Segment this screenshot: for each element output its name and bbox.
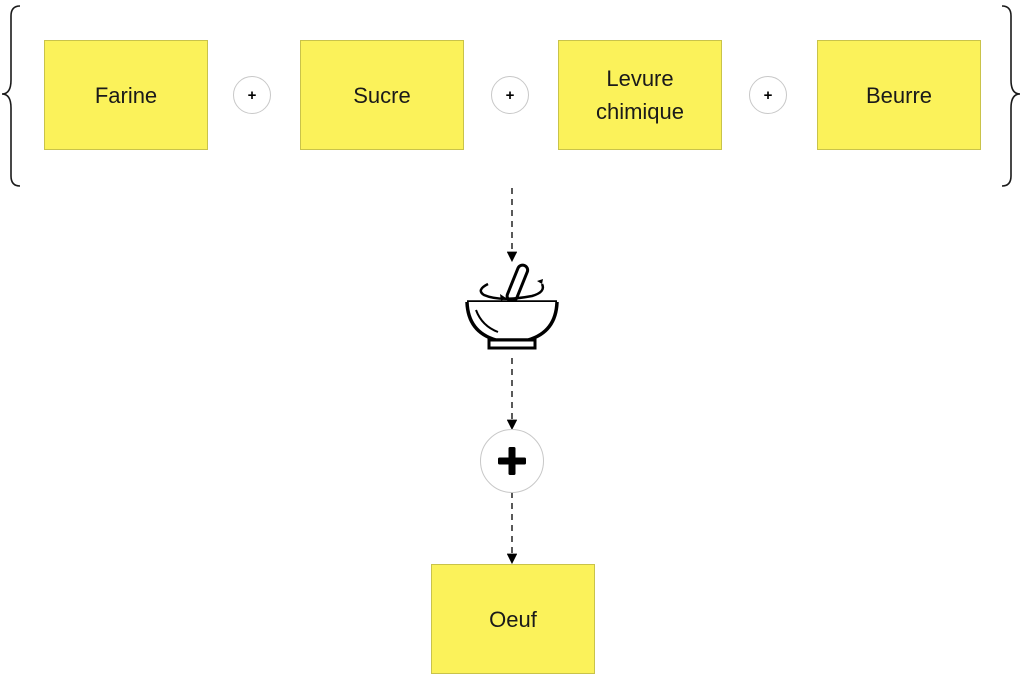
- plus-operator-1: +: [233, 76, 271, 114]
- note-beurre[interactable]: Beurre: [817, 40, 981, 150]
- left-brace: [1, 5, 21, 187]
- plus-operator-big: [480, 429, 544, 493]
- note-oeuf-label: Oeuf: [489, 606, 537, 632]
- right-brace: [1001, 5, 1021, 187]
- note-beurre-label: Beurre: [865, 82, 933, 108]
- plus-icon: [498, 447, 526, 475]
- note-sucre[interactable]: Sucre: [300, 40, 464, 150]
- note-levure-chimique[interactable]: Levure chimique: [558, 40, 722, 150]
- plus-sign-1: +: [247, 86, 257, 104]
- plus-operator-3: +: [749, 76, 787, 114]
- plus-operator-2: +: [491, 76, 529, 114]
- note-levure-chimique-label: Levure chimique: [595, 66, 685, 124]
- mortar-and-pestle-icon: [462, 262, 562, 354]
- plus-sign-3: +: [763, 86, 773, 104]
- note-sucre-label: Sucre: [353, 82, 411, 108]
- note-farine-label: Farine: [94, 82, 158, 108]
- note-oeuf[interactable]: Oeuf: [431, 564, 595, 674]
- note-farine[interactable]: Farine: [44, 40, 208, 150]
- plus-sign-2: +: [505, 86, 515, 104]
